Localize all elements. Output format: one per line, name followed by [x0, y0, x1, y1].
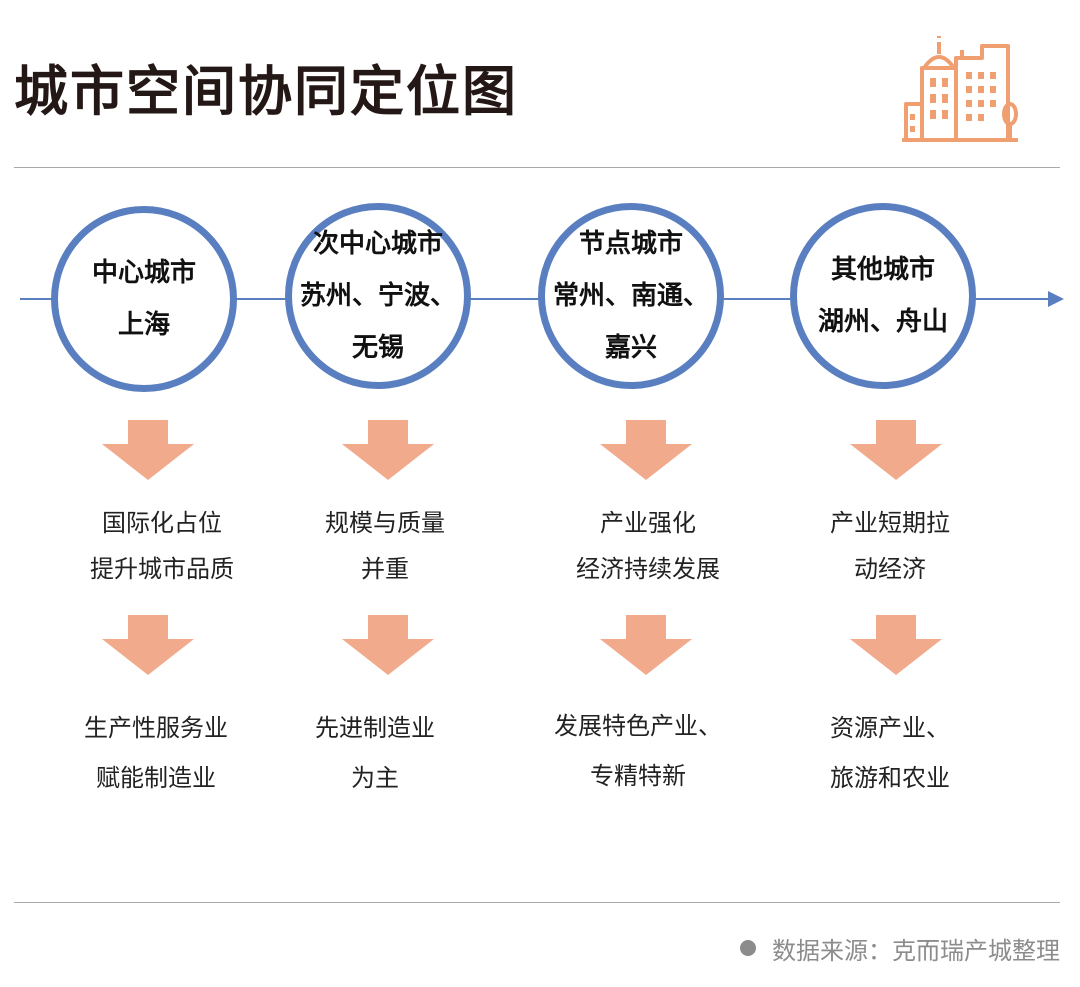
stage-circle-sub-central-city: 次中心城市 苏州、宁波、 无锡: [285, 203, 471, 389]
stage-circle-other-city: 其他城市 湖州、舟山: [790, 203, 976, 389]
dot-icon: [740, 940, 756, 956]
stage-circle-text: 次中心城市 苏州、宁波、 无锡: [299, 229, 456, 363]
footer-divider: [14, 902, 1060, 903]
arrow-down-icon: [102, 615, 194, 675]
page-title: 城市空间协同定位图: [14, 60, 518, 123]
arrow-down-icon: [850, 615, 942, 675]
arrow-down-icon: [600, 615, 692, 675]
stage-positioning-text: 产业短期拉 动经济: [830, 509, 950, 583]
arrow-down-icon: [342, 420, 434, 480]
source-text: 数据来源：克而瑞产城整理: [772, 936, 1060, 965]
source-note: 数据来源：克而瑞产城整理: [740, 930, 1060, 966]
stage-circle-text: 其他城市 湖州、舟山: [817, 255, 948, 337]
stage-positioning-text: 国际化占位 提升城市品质: [90, 509, 234, 583]
stage-industry-text: 资源产业、 旅游和农业: [830, 714, 950, 792]
stage-industry-text: 发展特色产业、 专精特新: [554, 712, 722, 790]
arrow-down-icon: [342, 615, 434, 675]
stage-circle-node-city: 节点城市 常州、南通、 嘉兴: [538, 203, 724, 389]
stage-circle-text: 中心城市 上海: [91, 258, 196, 340]
header-divider: [14, 167, 1060, 168]
arrow-down-icon: [102, 420, 194, 480]
stage-circle-central-city: 中心城市 上海: [51, 206, 237, 392]
stage-positioning-text: 产业强化 经济持续发展: [576, 509, 720, 583]
arrow-down-icon: [850, 420, 942, 480]
stage-circle-text: 节点城市 常州、南通、 嘉兴: [552, 229, 709, 363]
stage-positioning-text: 规模与质量 并重: [325, 509, 445, 583]
arrow-down-icon: [600, 420, 692, 480]
stage-industry-text: 先进制造业 为主: [315, 714, 435, 792]
city-buildings-icon: [902, 36, 1018, 142]
stage-industry-text: 生产性服务业 赋能制造业: [84, 714, 228, 792]
